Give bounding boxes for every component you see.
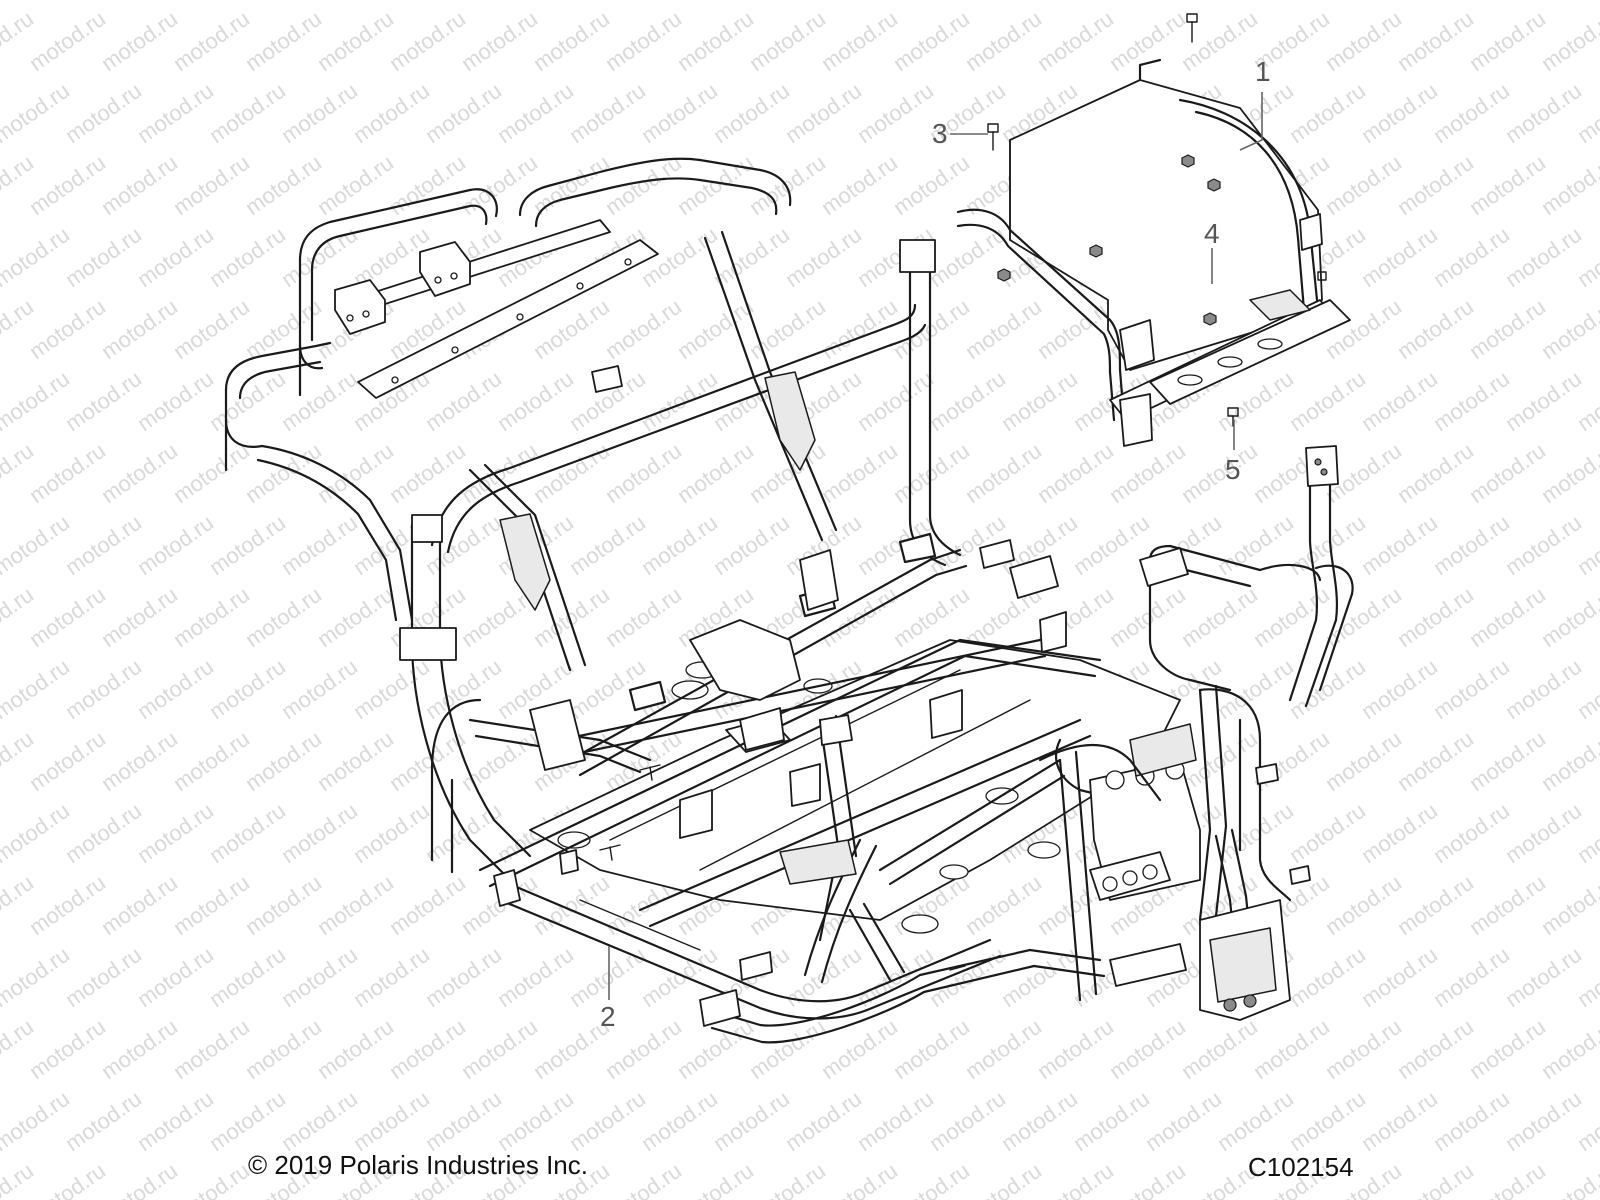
part-1-panel — [956, 58, 1351, 447]
drawing-number: C102154 — [1248, 1152, 1354, 1182]
roll-hoop — [430, 230, 962, 672]
front-bulkhead — [878, 445, 1354, 1021]
left-side-structure — [399, 514, 652, 882]
copyright-notice: © 2019 Polaris Industries Inc. — [248, 1150, 588, 1180]
lower-brackets — [493, 849, 966, 1027]
callout-2: 2 — [600, 1001, 616, 1032]
rear-cargo-rack — [224, 157, 792, 622]
leader-lines — [608, 92, 1263, 1000]
callout-4: 4 — [1204, 218, 1220, 249]
center-console-tubes — [529, 532, 1067, 942]
main-rails — [478, 638, 1106, 1044]
hardware — [987, 13, 1327, 427]
callout-5: 5 — [1225, 454, 1241, 485]
callout-1: 1 — [1255, 56, 1271, 87]
callout-3: 3 — [932, 118, 948, 149]
